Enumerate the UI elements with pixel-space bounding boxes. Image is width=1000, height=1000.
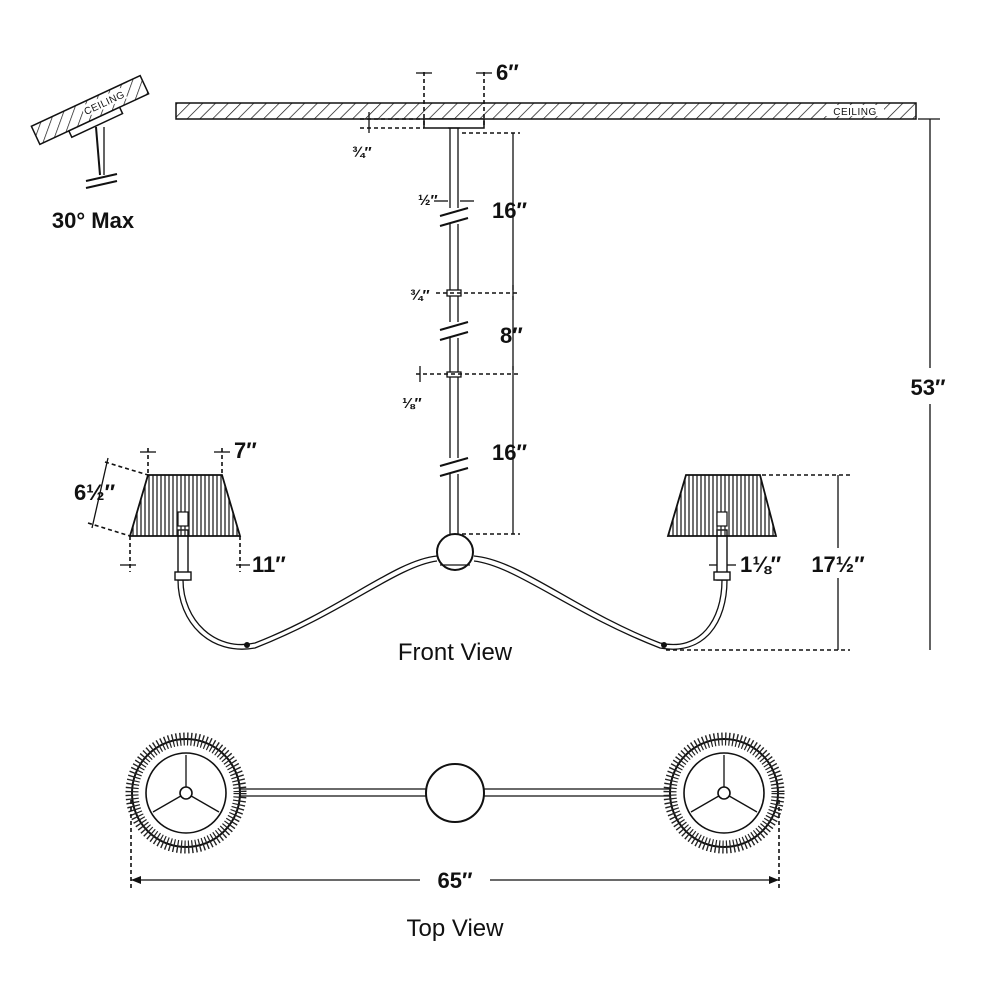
right-candle-cup xyxy=(713,571,731,581)
shade-dimensions: 7″ 6½″ 11″ 1⅛″ 17½″ xyxy=(74,438,868,651)
ceiling: CEILING xyxy=(175,102,917,120)
rod-2-length-label: 8″ xyxy=(500,323,523,348)
center-ball xyxy=(436,533,474,571)
stem-break-1 xyxy=(439,207,469,227)
sloped-canopy xyxy=(67,106,124,139)
right-arm-inner xyxy=(473,560,728,650)
ceiling-slab xyxy=(175,102,917,120)
coupler-1-label: ¾″ xyxy=(410,287,430,304)
canopy xyxy=(423,118,485,129)
overall-height-dimension: 53″ xyxy=(900,118,960,650)
stem-break-3 xyxy=(439,457,469,477)
front-view-caption: Front View xyxy=(398,639,513,666)
stem-break-2 xyxy=(439,321,469,341)
right-shade-top-pleats xyxy=(663,732,785,854)
rod-1-length-label: 16″ xyxy=(492,198,527,223)
right-socket xyxy=(716,511,728,527)
left-arm-inner xyxy=(177,560,438,650)
rod-3-length-label: 16″ xyxy=(492,440,527,465)
coupler-2-label: ⅛″ xyxy=(402,395,422,412)
shade-bottom-label: 11″ xyxy=(252,552,286,577)
overall-height-label: 53″ xyxy=(910,375,945,400)
center-ball-top xyxy=(425,763,485,823)
stem-dimensions: ½″ 16″ ¾″ 8″ ⅛″ 16″ xyxy=(402,132,527,535)
ceiling-label: CEILING xyxy=(833,107,877,118)
left-socket xyxy=(177,511,189,527)
right-shade-top-hub xyxy=(717,786,731,800)
shade-height-label: 6½″ xyxy=(74,480,116,505)
shade-top-label: 7″ xyxy=(234,438,257,463)
left-arm-outer xyxy=(182,555,438,646)
canopy-group: 6″ ¾″ xyxy=(352,60,519,161)
canopy-height-label: ¾″ xyxy=(352,144,372,161)
socket-width-label: 1⅛″ xyxy=(740,552,782,577)
rod-diameter-label: ½″ xyxy=(418,192,438,209)
left-shade xyxy=(128,474,242,537)
slope-max-label: 30° Max xyxy=(52,208,135,233)
top-view xyxy=(125,732,785,854)
fixture-height-label: 17½″ xyxy=(811,552,865,577)
front-view-fixture xyxy=(128,474,778,650)
overall-width-dimension: 65″ xyxy=(130,800,780,893)
right-arm-joint xyxy=(661,642,667,648)
left-shade-top-pleats xyxy=(125,732,247,854)
left-shade-top-hub xyxy=(179,786,193,800)
top-view-caption: Top View xyxy=(407,915,505,942)
left-candle-cup xyxy=(174,571,192,581)
left-arm-joint xyxy=(244,642,250,648)
canopy-width-label: 6″ xyxy=(496,60,519,85)
sloped-stem-break xyxy=(85,173,118,182)
sloped-ceiling-inset: CEILING 30° Max xyxy=(30,74,150,233)
stem xyxy=(439,127,469,540)
right-arm-outer xyxy=(473,555,723,646)
overall-width-label: 65″ xyxy=(437,868,472,893)
right-shade xyxy=(666,474,778,537)
sloped-stem xyxy=(95,126,101,176)
